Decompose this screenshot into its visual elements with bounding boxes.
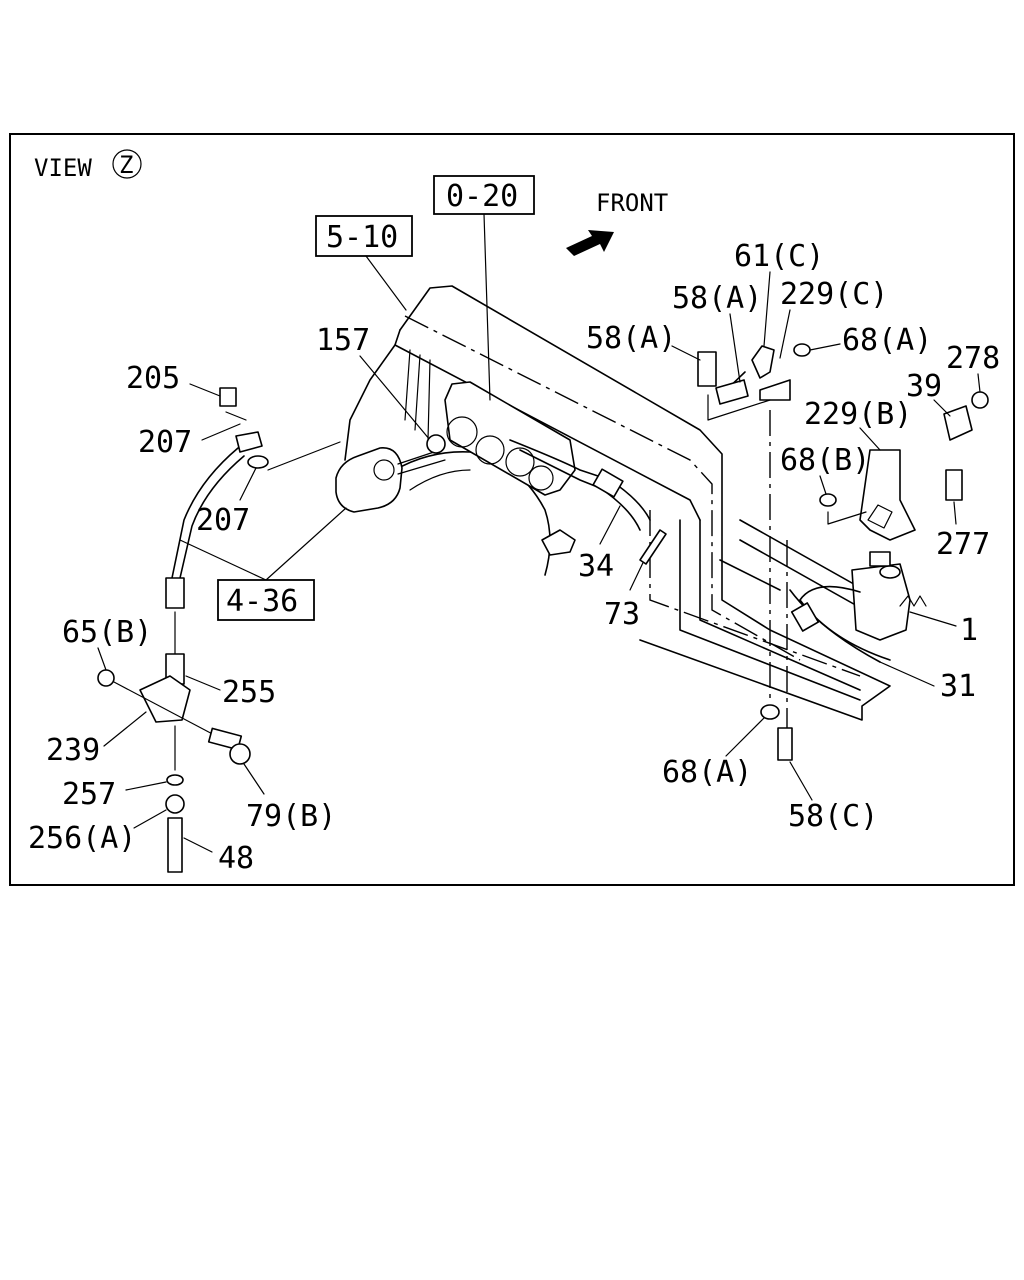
right-hardware [697,343,989,761]
callout-157: 157 [316,323,370,358]
callout-61c: 61(C) [734,239,824,274]
callout-229b: 229(B) [804,397,912,432]
callout-34: 34 [578,549,614,584]
ref-box-0-20 [433,175,535,215]
callout-73: 73 [604,597,640,632]
diagram-frame [9,133,1015,886]
view-marker: Z [119,151,133,179]
bracket-229b [859,449,916,541]
callout-39: 39 [906,369,942,404]
view-marker-circle [112,149,142,179]
callout-207-bottom: 207 [196,503,250,538]
callout-255: 255 [222,675,276,710]
ref-5-10: 5-10 [326,220,398,255]
ref-4-36: 4-36 [226,584,298,619]
callout-65b: 65(B) [62,615,152,650]
callout-68a-top: 68(A) [842,323,932,358]
callout-68a-bottom: 68(A) [662,755,752,790]
front-label: FRONT [596,189,668,217]
left-hardware [97,387,269,873]
view-label: VIEW [34,154,92,182]
ref-box-4-36 [217,579,315,621]
callout-229c: 229(C) [780,277,888,312]
tank-assembly [789,551,927,663]
callout-58a-left: 58(A) [586,321,676,356]
callout-278: 278 [946,341,1000,376]
callout-205: 205 [126,361,180,396]
callout-207-top: 207 [138,425,192,460]
engine-outline [335,285,901,721]
callout-277: 277 [936,527,990,562]
callout-1: 1 [960,613,978,648]
callout-31: 31 [940,669,976,704]
callout-48: 48 [218,841,254,876]
ref-box-5-10 [315,215,413,257]
callout-58a-upper: 58(A) [672,281,762,316]
callout-256a: 256(A) [28,821,136,856]
callout-68b: 68(B) [780,443,870,478]
callout-58c: 58(C) [788,799,878,834]
ref-0-20: 0-20 [446,179,518,214]
front-arrow-icon [566,230,614,256]
callout-239: 239 [46,733,100,768]
callout-79b: 79(B) [246,799,336,834]
callout-257: 257 [62,777,116,812]
